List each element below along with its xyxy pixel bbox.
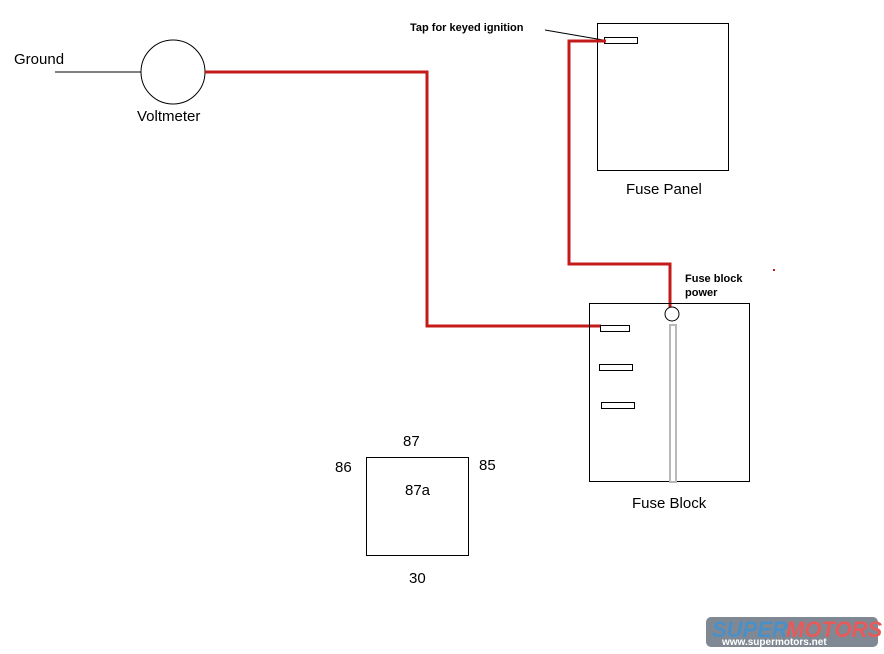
relay-pin-85: 85 xyxy=(479,457,496,474)
fuse-panel-label: Fuse Panel xyxy=(626,181,702,198)
relay-pin-87a: 87a xyxy=(405,482,431,499)
relay-pin-30: 30 xyxy=(409,570,426,587)
ground-label: Ground xyxy=(14,51,64,68)
stray-dot xyxy=(773,269,775,271)
logo-url: www.supermotors.net xyxy=(721,637,827,648)
fuse-block-power-terminal xyxy=(664,306,680,322)
tap-label: Tap for keyed ignition xyxy=(410,22,524,34)
fuse-slot xyxy=(601,402,635,409)
fuse-panel-box xyxy=(597,23,729,171)
logo-brand-part1: SUPER xyxy=(712,617,788,642)
fuse-block-bus xyxy=(669,324,677,483)
relay-pin-86: 86 xyxy=(335,459,352,476)
tap-leader-line xyxy=(544,29,604,41)
fuse-block-label: Fuse Block xyxy=(632,495,707,512)
fuse-slot xyxy=(599,364,633,371)
fuse-block-power-label-1: Fuse block xyxy=(685,273,743,285)
voltmeter-wire xyxy=(205,70,601,328)
ignition-wire xyxy=(567,39,672,307)
voltmeter-symbol xyxy=(140,39,206,105)
voltmeter-label: Voltmeter xyxy=(137,108,200,125)
fuse-slot xyxy=(600,325,630,332)
logo-brand-part2: MOTORS xyxy=(786,617,882,642)
relay-box xyxy=(366,457,469,556)
fuse-block-power-label-2: power xyxy=(685,287,718,299)
fuse-panel-tap-slot xyxy=(604,37,638,44)
supermotors-logo: SUPER MOTORS www.supermotors.net xyxy=(706,617,882,648)
relay-pin-87: 87 xyxy=(403,433,420,450)
